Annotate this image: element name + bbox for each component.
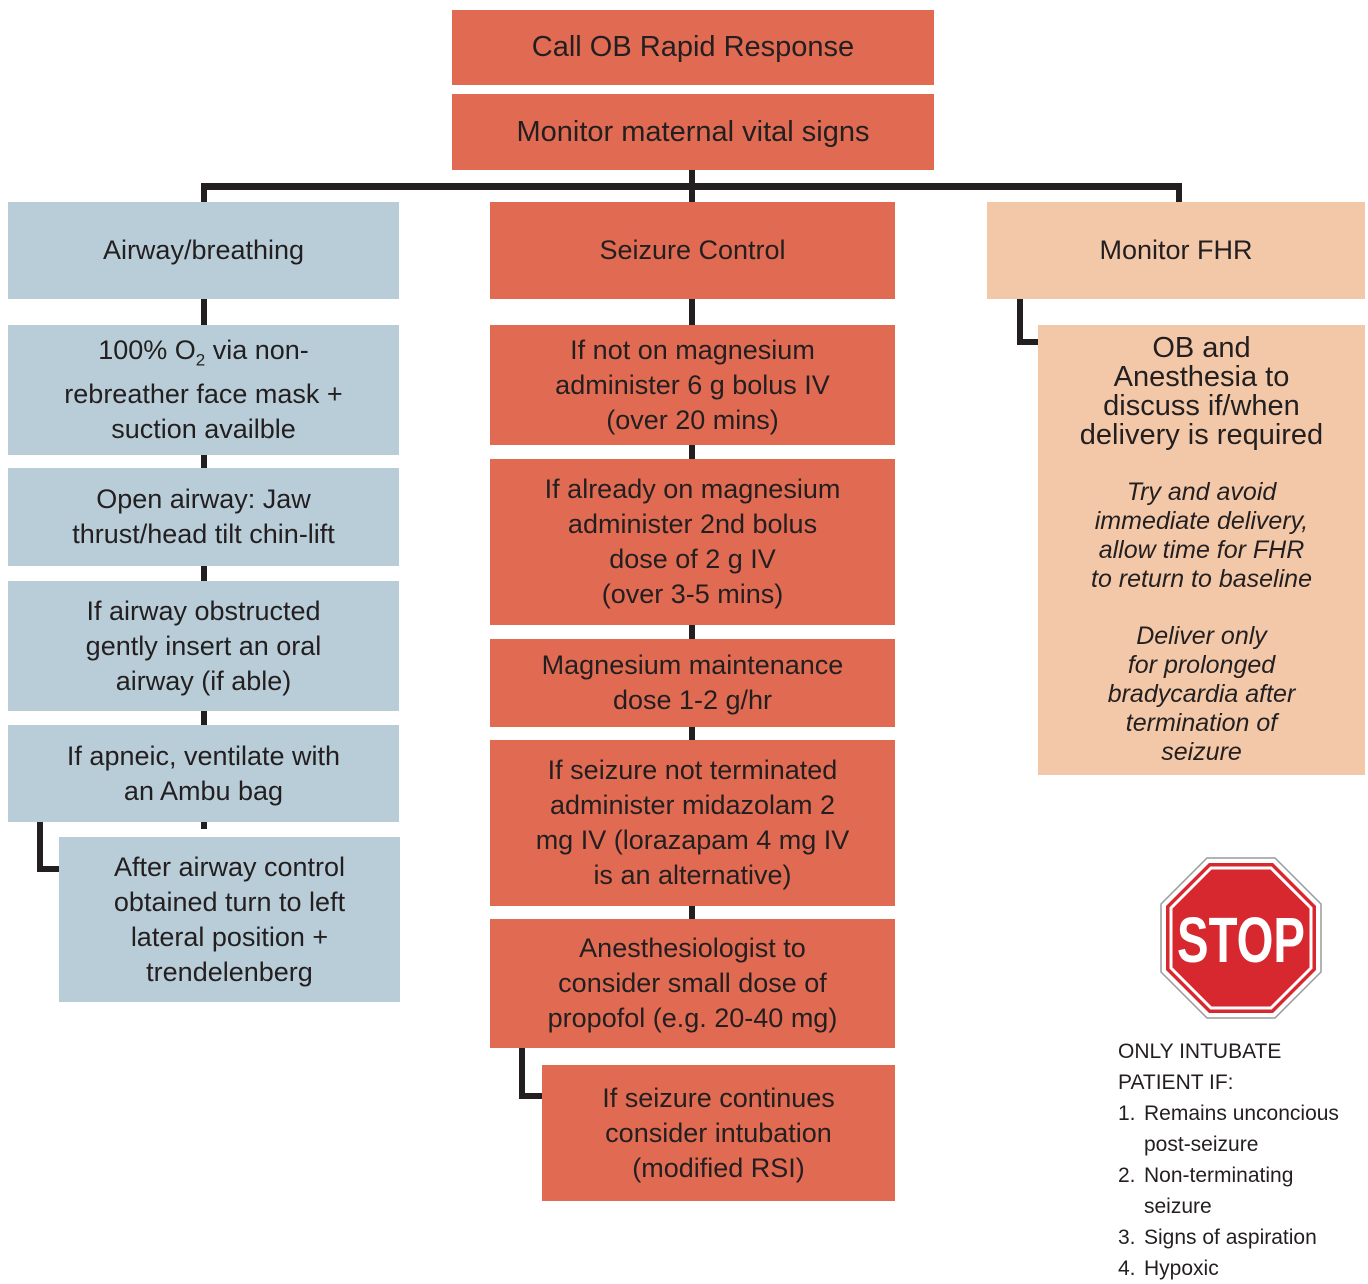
airway-step-oxygen: 100% O2 via non- rebreather face mask + … <box>8 325 399 455</box>
airway-step-open-line: thrust/head tilt chin-lift <box>72 519 335 549</box>
connector-fhr-elbow-v <box>1017 299 1023 345</box>
seizure-step-line: propofol (e.g. 20-40 mg) <box>547 1003 838 1033</box>
fhr-avoid-line: to return to baseline <box>1091 564 1312 593</box>
connector-seizure-elbow-h <box>519 1093 543 1099</box>
call-ob-rapid-response-label: Call OB Rapid Response <box>531 31 855 63</box>
airway-step-lateral-line: trendelenberg <box>146 956 313 987</box>
airway-step-open-line: Open airway: Jaw <box>96 484 311 514</box>
seizure-step-line: administer 6 g bolus IV <box>555 369 830 400</box>
seizure-step-line: administer 2nd bolus <box>567 509 818 539</box>
airway-step-oxygen-line2: rebreather face mask + <box>64 379 343 410</box>
fhr-deliver-line: bradycardia after <box>1107 679 1296 708</box>
intubate-heading: PATIENT IF: <box>1118 1071 1234 1094</box>
monitor-vital-signs-box: Monitor maternal vital signs <box>452 94 934 170</box>
call-ob-rapid-response-box: Call OB Rapid Response <box>452 10 934 85</box>
intubate-item: 3.Signs of aspiration <box>1118 1226 1317 1249</box>
airway-step-lateral-line: lateral position + <box>130 921 329 952</box>
seizure-step-bolus-6g: If not on magnesium administer 6 g bolus… <box>490 325 895 445</box>
fhr-deliver-line: seizure <box>1161 737 1242 766</box>
intubate-criteria: ONLY INTUBATE PATIENT IF: 1.Remains unco… <box>1118 1036 1366 1284</box>
seizure-step-line: mg IV (lorazapam 4 mg IV <box>535 825 850 855</box>
stop-sign-label: STOP <box>1177 904 1305 976</box>
seizure-step-line: If seizure continues <box>602 1082 835 1113</box>
connector-airway-elbow-h <box>37 866 61 872</box>
seizure-step-maintenance: Magnesium maintenance dose 1-2 g/hr <box>490 639 895 727</box>
seizure-step-line: (modified RSI) <box>632 1152 805 1183</box>
connector-drop-airway <box>201 183 207 202</box>
fhr-header-label: Monitor FHR <box>1099 235 1253 265</box>
seizure-step-line: Magnesium maintenance <box>541 650 844 680</box>
airway-step-obstructed-line: airway (if able) <box>115 665 292 696</box>
seizure-step-line: is an alternative) <box>593 860 792 890</box>
oxygen-text-post: via non- <box>205 334 309 365</box>
airway-step-oxygen-line3: suction availble <box>111 414 296 445</box>
seizure-step-line: If already on magnesium <box>544 474 841 504</box>
connector-top-horizontal <box>201 183 1182 190</box>
airway-step-oxygen-line1: 100% O2 via non- <box>98 333 309 377</box>
monitor-vital-signs-label: Monitor maternal vital signs <box>516 115 870 148</box>
intubate-heading: ONLY INTUBATE <box>1118 1040 1282 1063</box>
fhr-main-line: discuss if/when <box>1103 389 1300 422</box>
intubate-item: 4.Hypoxic <box>1118 1257 1219 1280</box>
seizure-step-line: (over 3-5 mins) <box>601 579 784 609</box>
connector-fhr-elbow-h <box>1017 339 1039 345</box>
seizure-step-line: If not on magnesium <box>570 334 815 365</box>
airway-step-open-airway: Open airway: Jaw thrust/head tilt chin-l… <box>8 468 399 566</box>
connector-airway-elbow-v <box>37 822 43 872</box>
fhr-main-line: Anesthesia to <box>1113 360 1290 393</box>
fhr-avoid-line: allow time for FHR <box>1098 535 1305 564</box>
connector-drop-fhr <box>1176 183 1182 202</box>
seizure-step-line: consider intubation <box>605 1117 832 1148</box>
airway-step-apneic: If apneic, ventilate with an Ambu bag <box>8 725 399 822</box>
airway-step-apneic-line: an Ambu bag <box>123 775 284 806</box>
airway-step-lateral-line: After airway control <box>113 851 346 882</box>
airway-header-label: Airway/breathing <box>102 235 305 265</box>
seizure-step-line: dose of 2 g IV <box>609 544 776 574</box>
seizure-header-label: Seizure Control <box>599 235 786 265</box>
airway-step-lateral-line: obtained turn to left <box>113 886 346 917</box>
fhr-main-line: delivery is required <box>1079 418 1324 451</box>
fhr-main-line: OB and <box>1152 331 1251 364</box>
airway-step-obstructed-line: If airway obstructed <box>86 595 321 626</box>
fhr-deliver-line: for prolonged <box>1127 650 1276 679</box>
seizure-step-line: consider small dose of <box>558 968 827 998</box>
fhr-avoid-line: immediate delivery, <box>1094 506 1309 535</box>
airway-step-obstructed: If airway obstructed gently insert an or… <box>8 581 399 711</box>
oxygen-text: 100% O <box>98 334 196 365</box>
fhr-deliver-line: termination of <box>1125 708 1278 737</box>
connector-seizure-elbow-v <box>519 1048 525 1099</box>
seizure-step-midazolam: If seizure not terminated administer mid… <box>490 740 895 906</box>
seizure-header-box: Seizure Control <box>490 202 895 299</box>
seizure-step-intubation: If seizure continues consider intubation… <box>542 1065 895 1201</box>
airway-step-obstructed-line: gently insert an oral <box>85 630 322 661</box>
seizure-step-line: If seizure not terminated <box>547 755 838 785</box>
fhr-header-box: Monitor FHR <box>987 202 1365 299</box>
seizure-step-line: administer midazolam 2 <box>549 790 836 820</box>
fhr-avoid-line: Try and avoid <box>1126 477 1277 506</box>
seizure-step-line: dose 1-2 g/hr <box>612 685 773 715</box>
fhr-delivery-box: OB and Anesthesia to discuss if/when del… <box>1038 325 1365 775</box>
airway-step-apneic-line: If apneic, ventilate with <box>66 740 341 771</box>
stop-sign-icon: STOP <box>1160 857 1322 1019</box>
fhr-deliver-line: Deliver only <box>1136 621 1267 650</box>
airway-step-left-lateral: After airway control obtained turn to le… <box>59 837 400 1002</box>
seizure-step-line: (over 20 mins) <box>606 404 779 435</box>
seizure-step-bolus-2g: If already on magnesium administer 2nd b… <box>490 459 895 625</box>
seizure-step-line: Anesthesiologist to <box>579 933 806 963</box>
airway-header-box: Airway/breathing <box>8 202 399 299</box>
oxygen-subscript: 2 <box>195 350 206 370</box>
seizure-step-propofol: Anesthesiologist to consider small dose … <box>490 919 895 1048</box>
